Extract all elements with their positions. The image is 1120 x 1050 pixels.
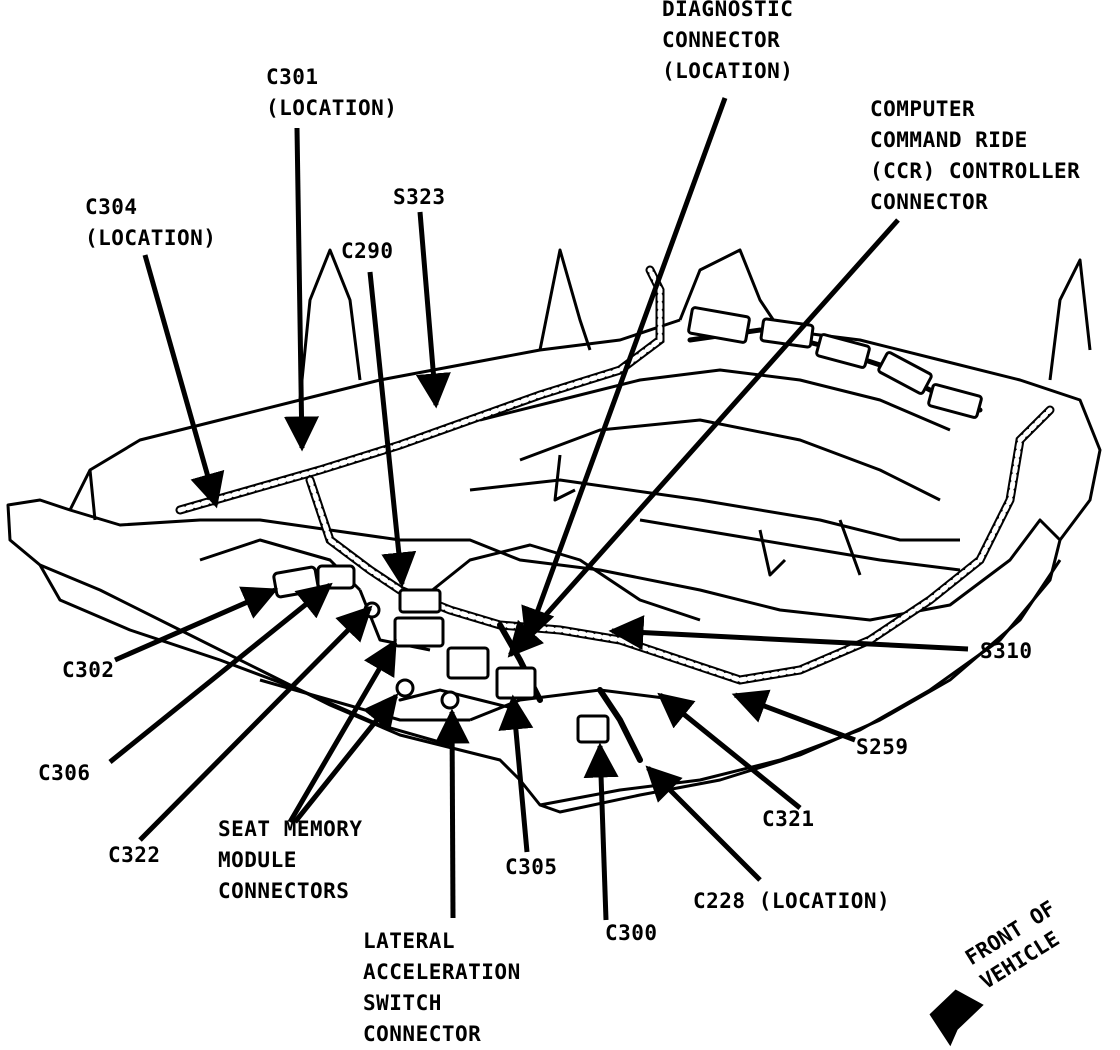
label-c321: C321 [762,807,815,831]
label-s259: S259 [856,735,909,759]
label-s323: S323 [393,185,446,209]
label-c302: C302 [62,658,115,682]
label-c305: C305 [505,855,558,879]
label-c322: C322 [108,843,161,867]
front-arrow-icon [929,989,984,1047]
label-c304: C304(LOCATION) [85,195,217,250]
label-c290: C290 [341,239,394,263]
wiring-harness [175,265,1055,763]
pointer-arrows [108,97,969,921]
label-c228: C228 (LOCATION) [693,889,891,913]
floor-pan-outline [6,248,1102,814]
connector-blocks [272,306,983,744]
label-c300: C300 [605,921,658,945]
label-c301: C301(LOCATION) [266,65,398,120]
label-s310: S310 [980,639,1033,663]
label-c306: C306 [38,761,91,785]
